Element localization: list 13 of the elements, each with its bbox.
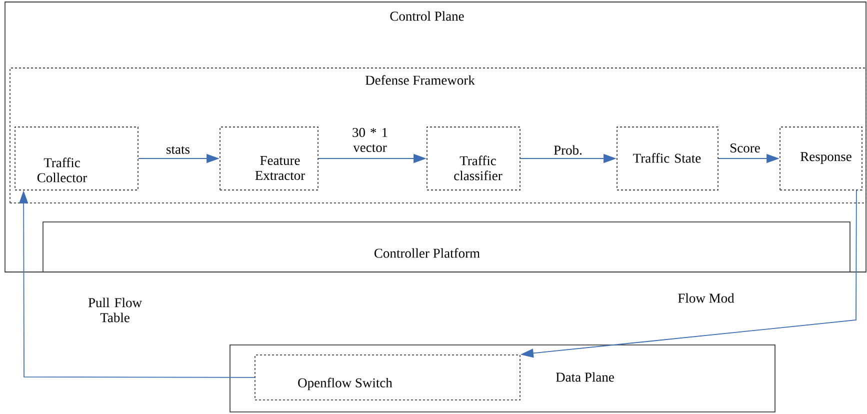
process-box: Traffic State	[616, 126, 718, 190]
process-box: Response	[780, 126, 862, 190]
process-box: Openflow Switch	[254, 354, 520, 400]
process-box: Traffic Collector	[14, 126, 138, 190]
edge-label: Pull Flow Table	[84, 297, 146, 323]
process-box: Feature Extractor	[220, 126, 318, 190]
edge-label: 30 * 1 vector	[344, 127, 396, 153]
edge-label: stats	[166, 146, 190, 154]
edge-label: Prob.	[553, 144, 583, 156]
edge-label: Score	[729, 142, 761, 154]
process-box: Controller Platform	[42, 222, 850, 272]
edge-label: Flow Mod	[677, 292, 735, 304]
process-box: Traffic classifier	[426, 126, 520, 190]
